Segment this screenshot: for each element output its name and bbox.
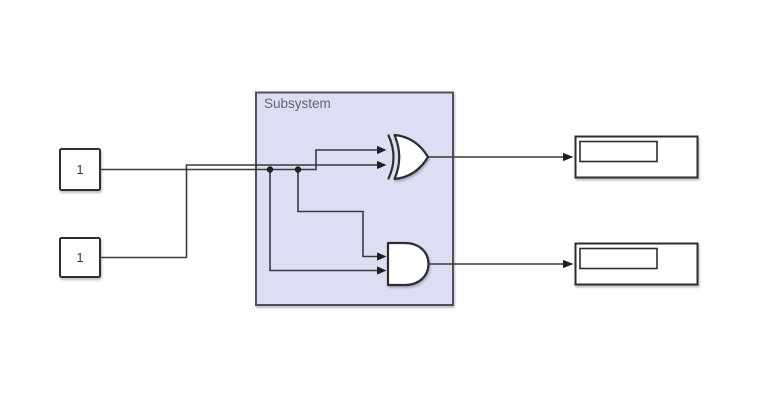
and-gate-block[interactable] bbox=[386, 241, 430, 287]
wire-constant1-to-xor-input1[interactable] bbox=[100, 149, 378, 171]
subsystem-block[interactable]: Subsystem bbox=[255, 91, 454, 306]
arrowhead-and-input2 bbox=[377, 266, 387, 275]
xor-gate-block[interactable] bbox=[387, 133, 430, 181]
arrowhead-xor-input1 bbox=[377, 145, 387, 155]
arrowhead-display1-input bbox=[563, 152, 574, 162]
constant2-block[interactable]: 1 bbox=[59, 237, 101, 278]
xor-gate-icon[interactable] bbox=[393, 133, 430, 181]
display2-readout bbox=[579, 247, 658, 270]
xor-gate-back-arc-icon bbox=[387, 134, 395, 180]
display1-readout bbox=[579, 140, 658, 163]
display2-block[interactable] bbox=[574, 242, 699, 286]
constant1-rect[interactable] bbox=[59, 148, 101, 191]
arrowhead-display2-input bbox=[563, 259, 574, 269]
display1-block[interactable] bbox=[574, 135, 699, 179]
arrowhead-xor-input2 bbox=[377, 160, 387, 170]
wire-branch-to-and-input2[interactable] bbox=[269, 169, 378, 272]
wire-constant2-to-xor-input2[interactable] bbox=[100, 164, 378, 259]
subsystem-label: Subsystem bbox=[264, 96, 331, 111]
wire-branch-to-and-input1[interactable] bbox=[297, 169, 378, 258]
junction-dot bbox=[266, 166, 274, 173]
and-gate-icon[interactable] bbox=[386, 241, 430, 287]
constant2-rect[interactable] bbox=[59, 237, 101, 278]
wires bbox=[100, 145, 574, 275]
constant1-label: 1 bbox=[76, 162, 83, 177]
constant1-block[interactable]: 1 bbox=[59, 148, 101, 191]
junction-dot bbox=[294, 166, 302, 173]
constant2-label: 1 bbox=[76, 250, 83, 265]
arrowhead-and-input1 bbox=[377, 252, 387, 261]
